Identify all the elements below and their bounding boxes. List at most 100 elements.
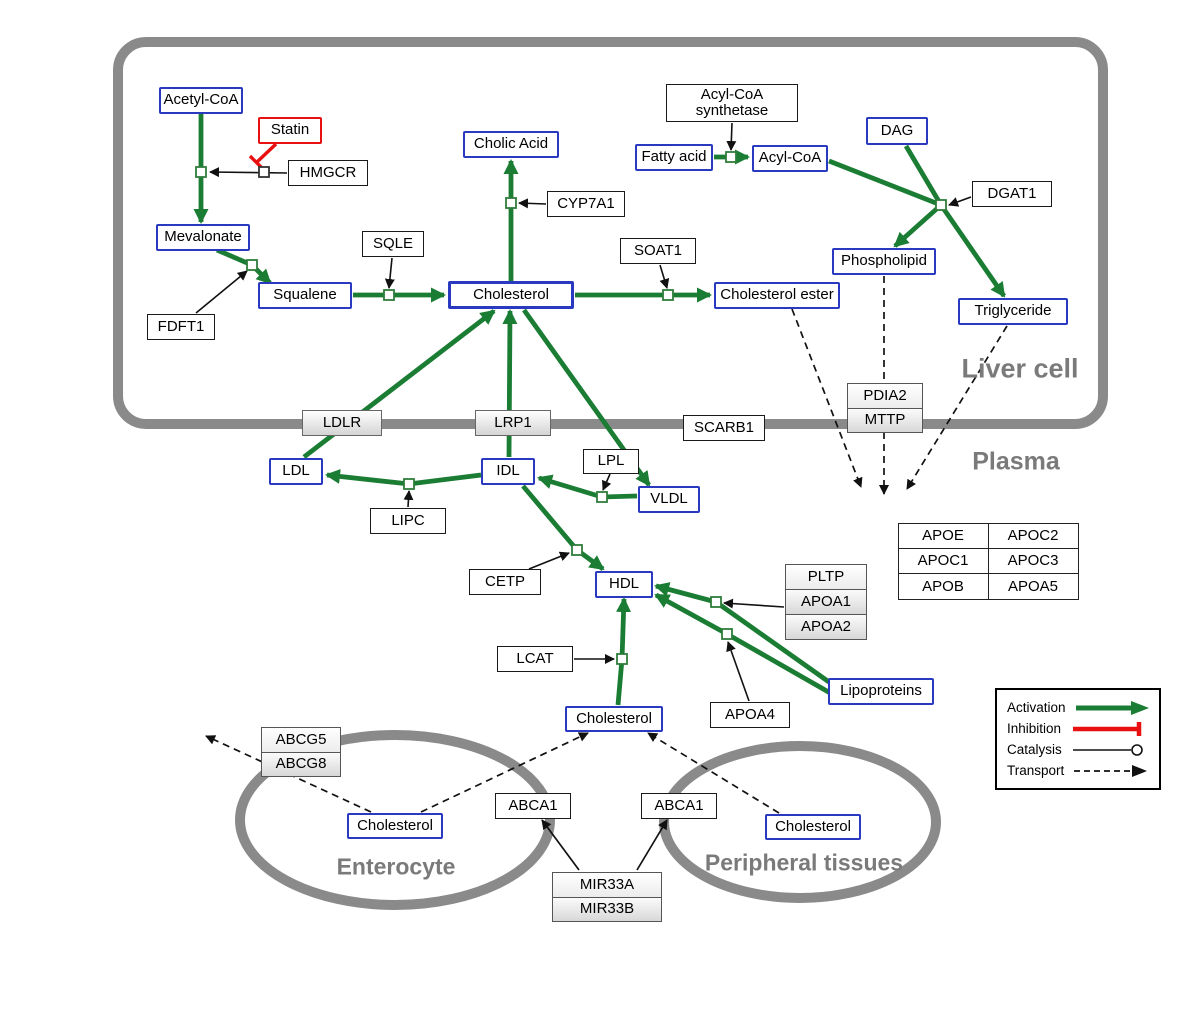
apo-cell[interactable]: APOE: [897, 522, 989, 549]
plasma-label: Plasma: [972, 447, 1060, 476]
edge-dag-junction: [903, 144, 944, 207]
node-scarb1[interactable]: SCARB1: [683, 415, 765, 441]
apo-cell[interactable]: APOC2: [987, 522, 1079, 549]
node-lipoproteins[interactable]: Lipoproteins: [828, 677, 934, 705]
node-label: LPL: [597, 451, 625, 469]
node-abca1-enterocyte[interactable]: ABCA1: [495, 793, 571, 819]
node-squalene[interactable]: Squalene: [258, 281, 352, 309]
edge-junction-triglyceride: [939, 203, 1006, 298]
node-idl[interactable]: IDL: [481, 457, 535, 485]
process-node: [710, 596, 722, 608]
node-lrp1[interactable]: LRP1: [475, 410, 551, 436]
node-lcat[interactable]: LCAT: [497, 646, 573, 672]
node-label: CYP7A1: [557, 194, 615, 212]
node-cholesterol-enterocyte[interactable]: Cholesterol: [347, 813, 443, 839]
node-hdl[interactable]: HDL: [595, 570, 653, 598]
node-triglyceride[interactable]: Triglyceride: [958, 297, 1068, 325]
node-label: Statin: [270, 120, 310, 138]
node-statin[interactable]: Statin: [258, 116, 322, 144]
edge-cyp7a1-catalysis: [518, 198, 547, 209]
node-sqle[interactable]: SQLE: [362, 231, 424, 257]
legend-activation-glyph: [1075, 700, 1149, 715]
node-dag[interactable]: DAG: [866, 117, 928, 145]
node-label: ABCG8: [261, 751, 341, 777]
node-cholic-acid[interactable]: Cholic Acid: [463, 130, 559, 158]
edge-cholesterolester-secretion: [791, 308, 863, 488]
legend-label: Catalysis: [1007, 742, 1062, 757]
process-node: [383, 289, 395, 301]
apo-cell[interactable]: APOC1: [897, 547, 989, 575]
node-label: Mevalonate: [164, 227, 242, 245]
node-label: Acyl-CoA: [758, 148, 822, 166]
node-label: Cholesterol: [576, 709, 652, 727]
node-lpl[interactable]: LPL: [583, 448, 639, 474]
node-cyp7a1[interactable]: CYP7A1: [547, 191, 625, 217]
edge-dgat1-catalysis: [948, 196, 972, 207]
node-label: APOA1: [785, 589, 867, 615]
node-cholesterol-ester[interactable]: Cholesterol ester: [714, 281, 840, 309]
node-lipc[interactable]: LIPC: [370, 508, 446, 534]
liver-membrane: [113, 37, 1108, 429]
node-label: DGAT1: [987, 184, 1037, 202]
node-label: FDFT1: [157, 317, 205, 335]
legend-transport: Transport: [1007, 760, 1149, 781]
node-ldlr[interactable]: LDLR: [302, 410, 382, 436]
process-node: [596, 491, 608, 503]
node-fatty-acid[interactable]: Fatty acid: [635, 143, 713, 171]
node-acyl-coa[interactable]: Acyl-CoA: [752, 144, 828, 172]
legend-inhibition-glyph: [1073, 721, 1142, 736]
legend-label: Transport: [1007, 763, 1065, 778]
peripheral-label: Peripheral tissues: [704, 849, 904, 876]
node-label: APOA2: [785, 614, 867, 640]
node-cholesterol-plasma[interactable]: Cholesterol: [565, 706, 663, 732]
edge-mir33-abca1-enterocyte: [541, 819, 580, 871]
node-label: APOA4: [724, 705, 776, 723]
edge-hmgcr-catalysis: [209, 167, 288, 178]
edge-soat1-catalysis: [659, 264, 670, 289]
node-label: SOAT1: [633, 241, 683, 259]
legend-transport-glyph: [1074, 764, 1148, 777]
apo-cell[interactable]: APOB: [897, 573, 989, 600]
node-mevalonate[interactable]: Mevalonate: [156, 223, 250, 251]
node-label: SCARB1: [693, 418, 755, 436]
node-cetp[interactable]: CETP: [469, 569, 541, 595]
node-vldl[interactable]: VLDL: [638, 485, 700, 513]
node-label: synthetase: [695, 102, 769, 119]
legend-label: Activation: [1007, 700, 1066, 715]
node-dgat1[interactable]: DGAT1: [972, 181, 1052, 207]
node-apoa4[interactable]: APOA4: [710, 702, 790, 728]
node-abca1-peripheral[interactable]: ABCA1: [641, 793, 717, 819]
node-label: Cholesterol: [357, 816, 433, 834]
apo-cell[interactable]: APOC3: [987, 547, 1079, 575]
node-soat1[interactable]: SOAT1: [620, 238, 696, 264]
edge-fdft1-catalysis: [195, 270, 248, 314]
node-phospholipid[interactable]: Phospholipid: [832, 247, 936, 275]
node-label: ABCA1: [508, 796, 558, 814]
edge-triglyceride-secretion: [906, 325, 1008, 490]
node-label: Cholesterol: [775, 817, 851, 835]
node-label: HDL: [608, 574, 639, 592]
process-node: [246, 259, 258, 271]
node-acetyl-coa[interactable]: Acetyl-CoA: [159, 86, 243, 114]
node-fdft1[interactable]: FDFT1: [147, 314, 215, 340]
node-hmgcr[interactable]: HMGCR: [288, 160, 368, 186]
process-node: [616, 653, 628, 665]
legend-catalysis: Catalysis: [1007, 739, 1149, 760]
legend-inhibition: Inhibition: [1007, 718, 1149, 739]
edge-cholesterol-efflux-peripheral: [647, 732, 780, 814]
node-label: Cholesterol: [473, 285, 549, 303]
node-cholesterol-peripheral[interactable]: Cholesterol: [765, 814, 861, 840]
apo-cell[interactable]: APOA5: [987, 573, 1079, 600]
node-ldl[interactable]: LDL: [269, 457, 323, 485]
edge-pltp-catalysis: [723, 598, 785, 609]
node-cholesterol-liver[interactable]: Cholesterol: [448, 281, 574, 309]
